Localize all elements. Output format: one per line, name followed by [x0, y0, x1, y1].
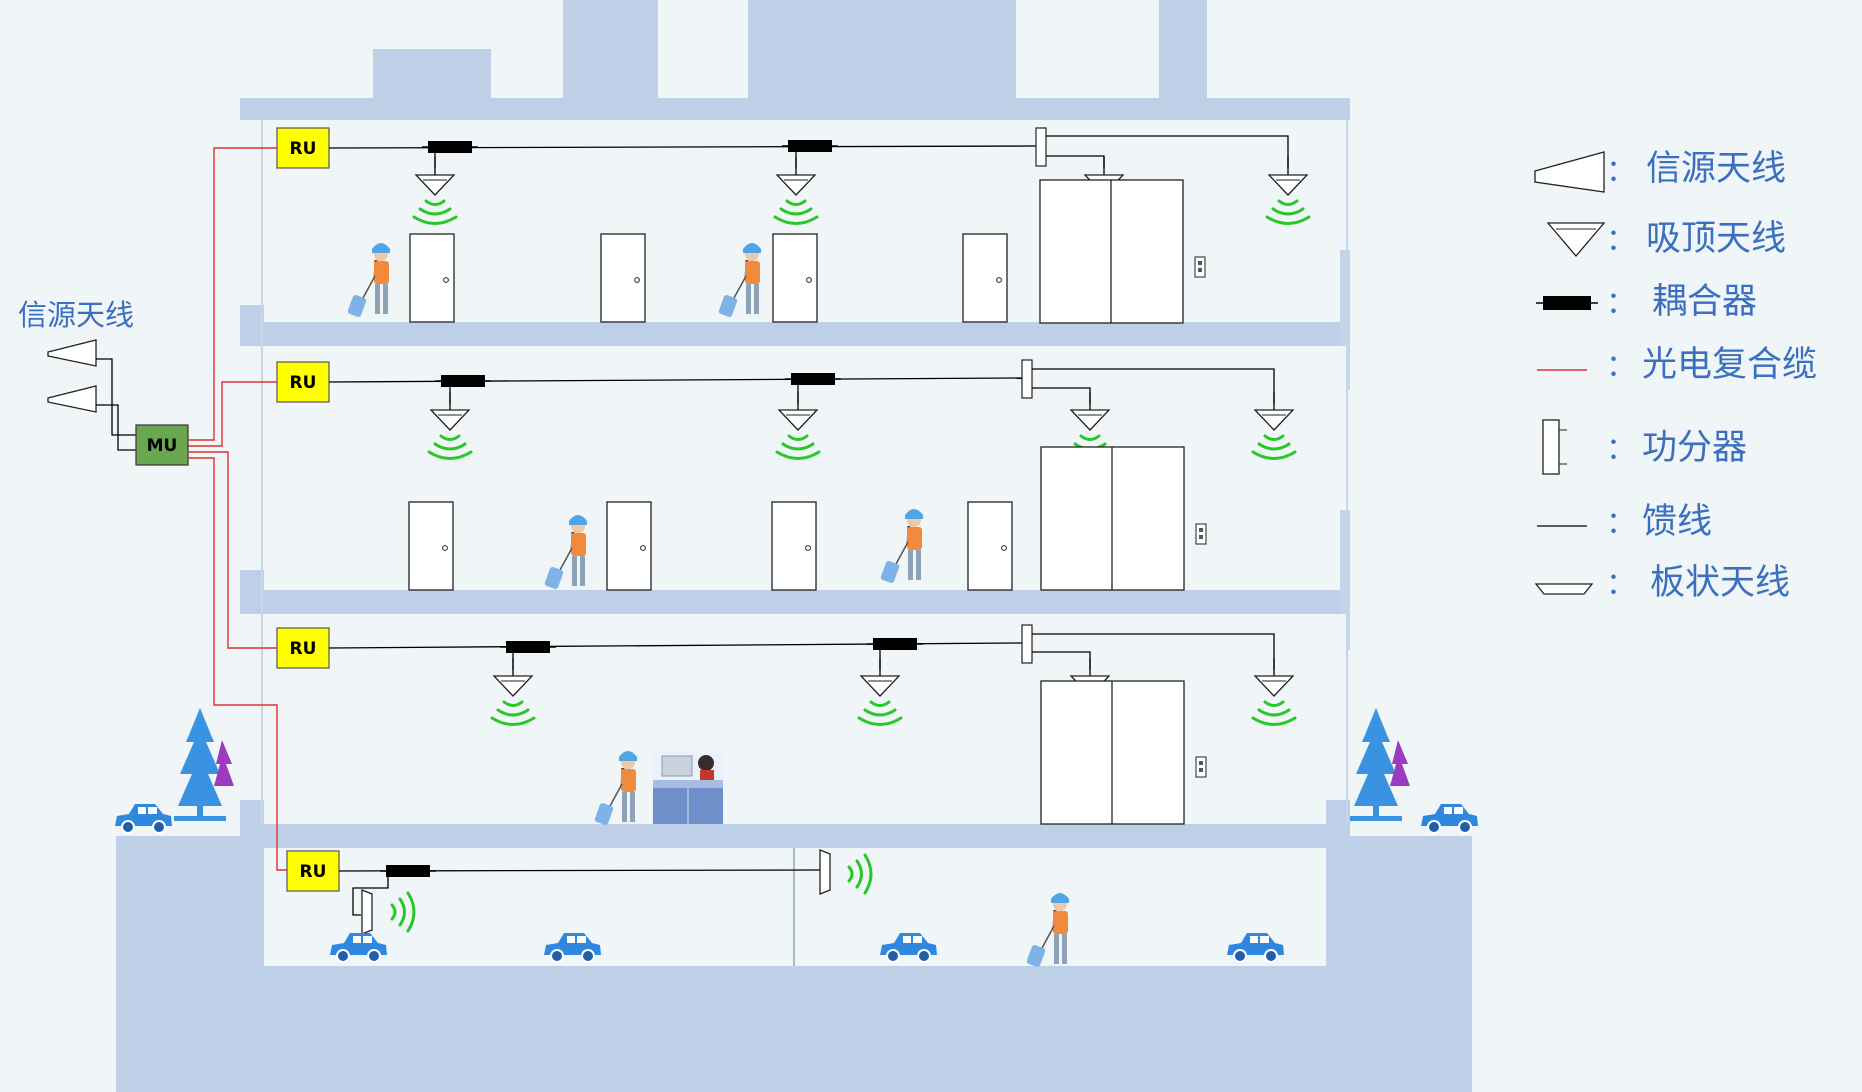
- legend: ： 信源天线 ： 吸顶天线 ： 耦合器 ： 光电复合缆 ： 功分器: [1534, 149, 1817, 603]
- car-icon: [114, 803, 173, 834]
- door-icon: [962, 233, 1008, 323]
- svg-text:：: ：: [1606, 432, 1636, 467]
- mu-box: MU: [135, 424, 189, 466]
- coupler-icon: [784, 372, 842, 386]
- door-icon: [967, 501, 1013, 591]
- svg-text:馈线: 馈线: [1642, 502, 1712, 542]
- coupler-icon: [499, 640, 557, 654]
- elevator-icon: [1039, 179, 1184, 324]
- legend-item-source-antenna: ： 信源天线: [1534, 149, 1786, 193]
- door-icon: [772, 233, 818, 323]
- outdoor-left: [114, 708, 234, 834]
- fiber-cables: [188, 147, 287, 871]
- svg-text:吸顶天线: 吸顶天线: [1646, 219, 1786, 259]
- svg-text:耦合器: 耦合器: [1652, 282, 1757, 322]
- svg-text:RU: RU: [290, 139, 317, 159]
- coupler-icon: [421, 140, 479, 154]
- splitter-icon: [1021, 624, 1033, 664]
- svg-text:功分器: 功分器: [1642, 428, 1747, 468]
- svg-text:：: ：: [1606, 349, 1636, 384]
- door-icon: [600, 233, 646, 323]
- svg-text:：: ：: [1606, 567, 1636, 602]
- floor-1: RU: [276, 624, 1297, 828]
- svg-text:板状天线: 板状天线: [1650, 563, 1790, 603]
- elevator-button-icon: [1194, 256, 1206, 278]
- splitter-icon: [1021, 359, 1033, 399]
- tree-icon: [1350, 708, 1410, 821]
- svg-text:RU: RU: [290, 639, 317, 659]
- legend-item-panel-antenna: ： 板状天线: [1534, 563, 1790, 603]
- panel-antenna-icon: [819, 849, 831, 895]
- svg-text:：: ：: [1606, 154, 1636, 189]
- elevator-button-icon: [1195, 756, 1207, 778]
- svg-text:光电复合缆: 光电复合缆: [1642, 345, 1817, 385]
- legend-item-feeder: ： 馈线: [1537, 502, 1712, 542]
- svg-text:：: ：: [1606, 506, 1636, 541]
- svg-text:：: ：: [1606, 286, 1636, 321]
- door-icon: [606, 501, 652, 591]
- source-antennas: 信源天线: [18, 298, 136, 451]
- svg-text:RU: RU: [290, 373, 317, 393]
- coupler-icon: [866, 637, 924, 651]
- panel-antenna-icon: [361, 889, 373, 935]
- svg-text:RU: RU: [300, 862, 327, 882]
- reception-desk-icon: [652, 752, 723, 824]
- elevator-icon: [1040, 446, 1185, 591]
- svg-text:MU: MU: [147, 436, 178, 456]
- door-icon: [409, 233, 455, 323]
- door-icon: [771, 501, 817, 591]
- door-icon: [408, 501, 454, 591]
- tree-icon: [174, 708, 234, 821]
- floor-3: RU: [276, 127, 1311, 324]
- source-antenna-label: 信源天线: [18, 298, 134, 332]
- elevator-icon: [1040, 680, 1185, 825]
- legend-item-fiber-cable: ： 光电复合缆: [1537, 345, 1817, 385]
- outdoor-right: [1350, 708, 1479, 834]
- car-icon: [1420, 803, 1479, 834]
- legend-item-coupler: ： 耦合器: [1536, 282, 1757, 322]
- coupler-icon: [781, 139, 839, 153]
- legend-item-power-splitter: ： 功分器: [1542, 419, 1747, 475]
- floor-2: RU: [276, 359, 1297, 592]
- coupler-icon: [434, 374, 492, 388]
- svg-text:信源天线: 信源天线: [1646, 149, 1786, 189]
- basement: RU: [286, 849, 1285, 970]
- elevator-button-icon: [1195, 523, 1207, 545]
- splitter-icon: [1035, 127, 1047, 167]
- svg-text:：: ：: [1606, 223, 1636, 258]
- legend-item-ceiling-antenna: ： 吸顶天线: [1546, 219, 1786, 259]
